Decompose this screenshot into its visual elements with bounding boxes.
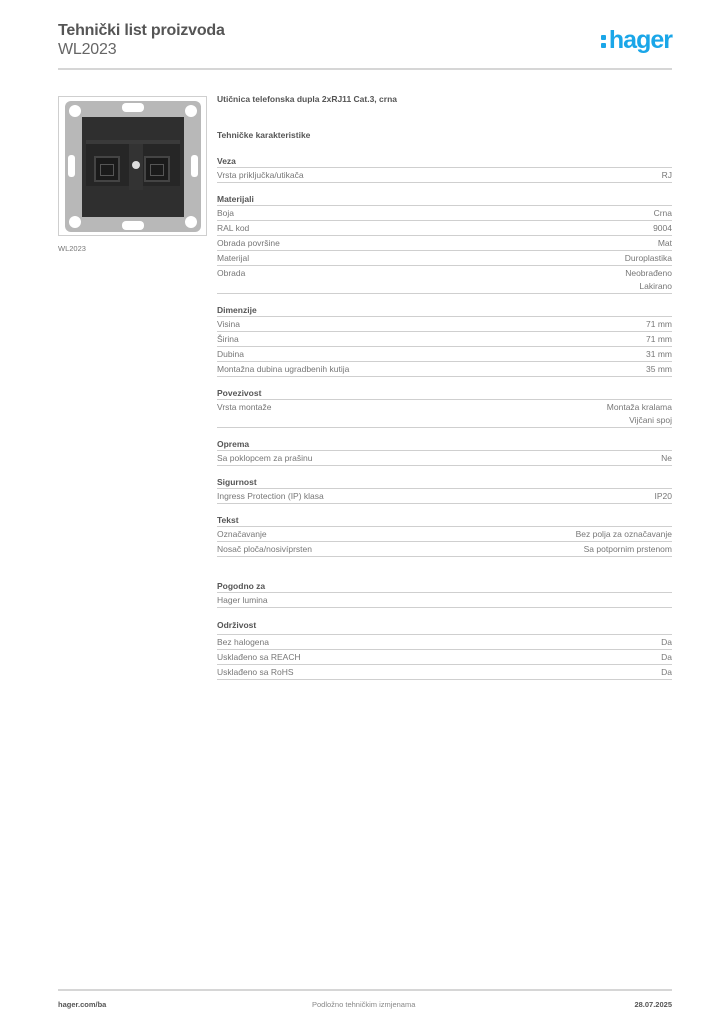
- footer-date: 28.07.2025: [634, 1000, 672, 1009]
- rj11-port-icon: [144, 156, 170, 182]
- socket-plate: [82, 117, 184, 217]
- product-code: WL2023: [58, 41, 117, 58]
- product-image: [58, 96, 207, 236]
- screw-icon: [132, 161, 140, 169]
- group-title: Veza: [217, 155, 672, 168]
- footer-notice: Podložno tehničkim izmjenama: [312, 1000, 416, 1009]
- hager-logo: hager: [600, 26, 673, 55]
- header-divider: [58, 68, 672, 70]
- group-title: Povezivost: [217, 387, 672, 400]
- rj11-port-icon: [94, 156, 120, 182]
- page-header: Tehnički list proizvoda WL2023 hager: [58, 20, 673, 68]
- group-title: Materijali: [217, 193, 672, 206]
- spec-sheet: Utičnica telefonska dupla 2xRJ11 Cat.3, …: [217, 94, 672, 680]
- group-title: Tekst: [217, 514, 672, 527]
- group-title: Oprema: [217, 438, 672, 451]
- spec-section-title: Tehničke karakteristike: [217, 130, 311, 140]
- product-name: Utičnica telefonska dupla 2xRJ11 Cat.3, …: [217, 94, 397, 104]
- mounting-frame: [65, 101, 201, 232]
- spec-row: Hager lumina: [217, 593, 672, 608]
- image-caption: WL2023: [58, 244, 86, 253]
- group-title: Dimenzije: [217, 304, 672, 317]
- page-title: Tehnički list proizvoda: [58, 22, 225, 39]
- footer-website-link[interactable]: hager.com/ba: [58, 1000, 107, 1009]
- group-title: Sigurnost: [217, 476, 672, 489]
- group-title: Održivost: [217, 618, 672, 635]
- logo-colon-icon: [600, 31, 607, 49]
- group-title: Pogodno za: [217, 580, 672, 593]
- footer-divider: [58, 989, 672, 991]
- group-pogodno-za: Pogodno za Hager lumina: [217, 580, 672, 608]
